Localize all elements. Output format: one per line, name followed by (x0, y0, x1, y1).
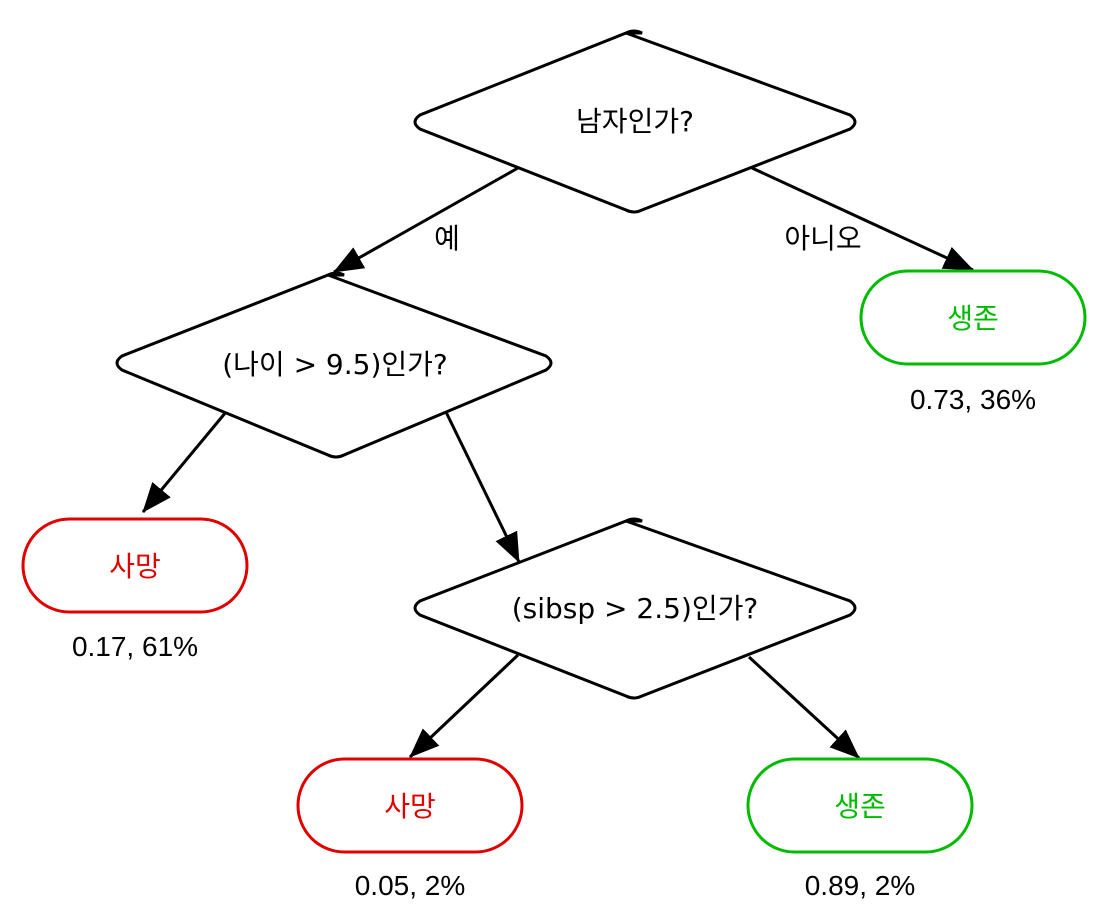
leaf-label-death-left: 사망 (109, 550, 161, 583)
decision-label-root: 남자인가? (576, 105, 694, 138)
decision-node-age: (나이 > 9.5)인가? (115, 271, 553, 459)
leaf-stat-survive-top: 0.73, 36% (910, 384, 1036, 415)
edge-root-to-survive-top (751, 166, 974, 272)
leaf-stat-death-bottom: 0.05, 2% (355, 870, 466, 901)
edge-sibsp-to-survive-bottom (747, 655, 861, 760)
decision-label-sibsp: (sibsp > 2.5)인가? (512, 592, 759, 625)
decision-node-sibsp: (sibsp > 2.5)인가? (413, 517, 857, 700)
leaf-label-death-bottom: 사망 (384, 790, 436, 823)
edge-root-to-age (333, 166, 519, 274)
leaf-node-death-bottom: 사망 (296, 757, 524, 854)
decision-label-age: (나이 > 9.5)인가? (222, 348, 448, 381)
edge-label-yes: 예 (434, 222, 460, 255)
leaf-stat-death-left: 0.17, 61% (72, 631, 198, 662)
edge-label-no: 아니오 (784, 222, 861, 255)
leaf-node-survive-top: 생존 (859, 269, 1087, 366)
leaf-label-survive-top: 생존 (947, 302, 999, 335)
leaf-stat-survive-bottom: 0.89, 2% (805, 870, 916, 901)
leaf-label-survive-bottom: 생존 (834, 790, 886, 823)
edge-sibsp-to-death-bottom (408, 653, 520, 759)
leaf-node-death-left: 사망 (21, 517, 249, 614)
leaf-node-survive-bottom: 생존 (746, 757, 974, 854)
edge-age-to-death-left (141, 411, 228, 513)
edge-age-to-sibsp (444, 411, 521, 563)
decision-node-root: 남자인가? (413, 29, 857, 214)
